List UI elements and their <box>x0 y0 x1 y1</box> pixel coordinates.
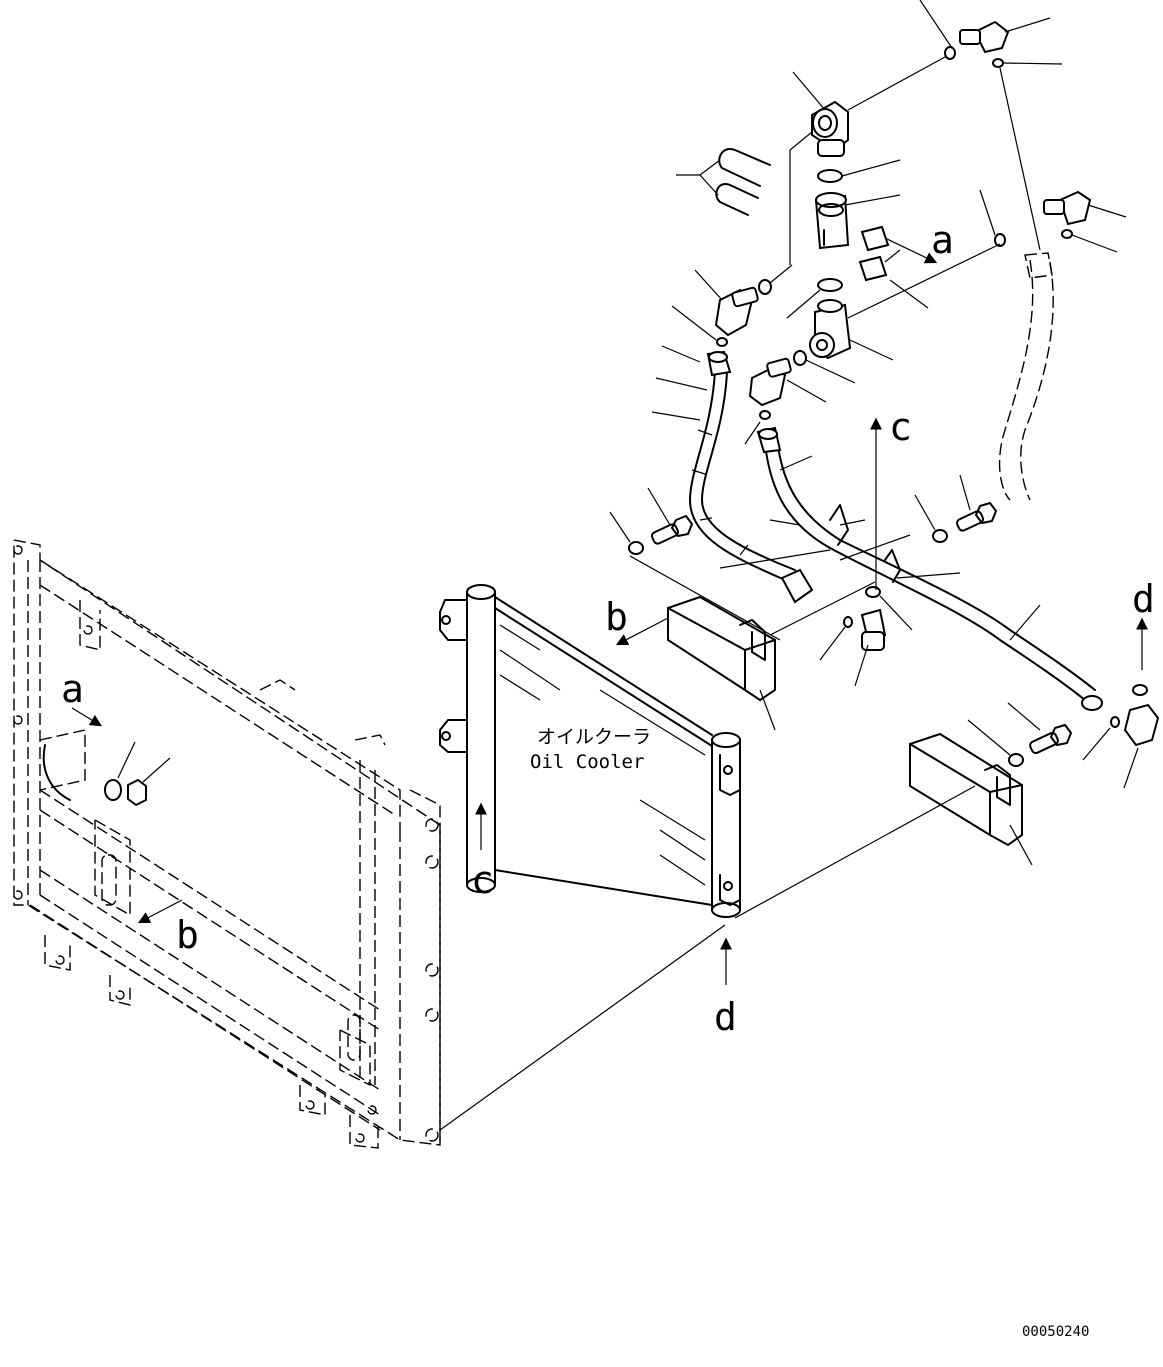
label-a-valve: a <box>931 218 954 262</box>
radiator-frame <box>13 539 441 1149</box>
elbow-fitting-icon <box>671 0 1160 789</box>
label-d-cooler: d <box>714 995 737 1039</box>
label-d-right: d <box>1132 577 1155 621</box>
label-b-frame: b <box>176 913 199 957</box>
reference-lines <box>439 534 976 1131</box>
hose-icon <box>651 67 1103 711</box>
drawing-code: 00050240 <box>1022 1324 1089 1340</box>
label-a-frame: a <box>61 667 84 711</box>
washer-nut-icon <box>42 741 171 806</box>
bolt-icon <box>609 474 1072 767</box>
oil-cooler-name-jp: オイルクーラ <box>537 726 651 748</box>
arrow-icon <box>71 237 1148 985</box>
bracket-icon <box>667 595 1033 866</box>
oil-cooler-name-en: Oil Cooler <box>530 751 644 773</box>
oil-cooler: オイルクーラ Oil Cooler <box>439 584 741 918</box>
label-c-cooler: c <box>471 858 494 902</box>
label-c-top: c <box>889 405 912 449</box>
label-b-bracket: b <box>605 595 628 639</box>
